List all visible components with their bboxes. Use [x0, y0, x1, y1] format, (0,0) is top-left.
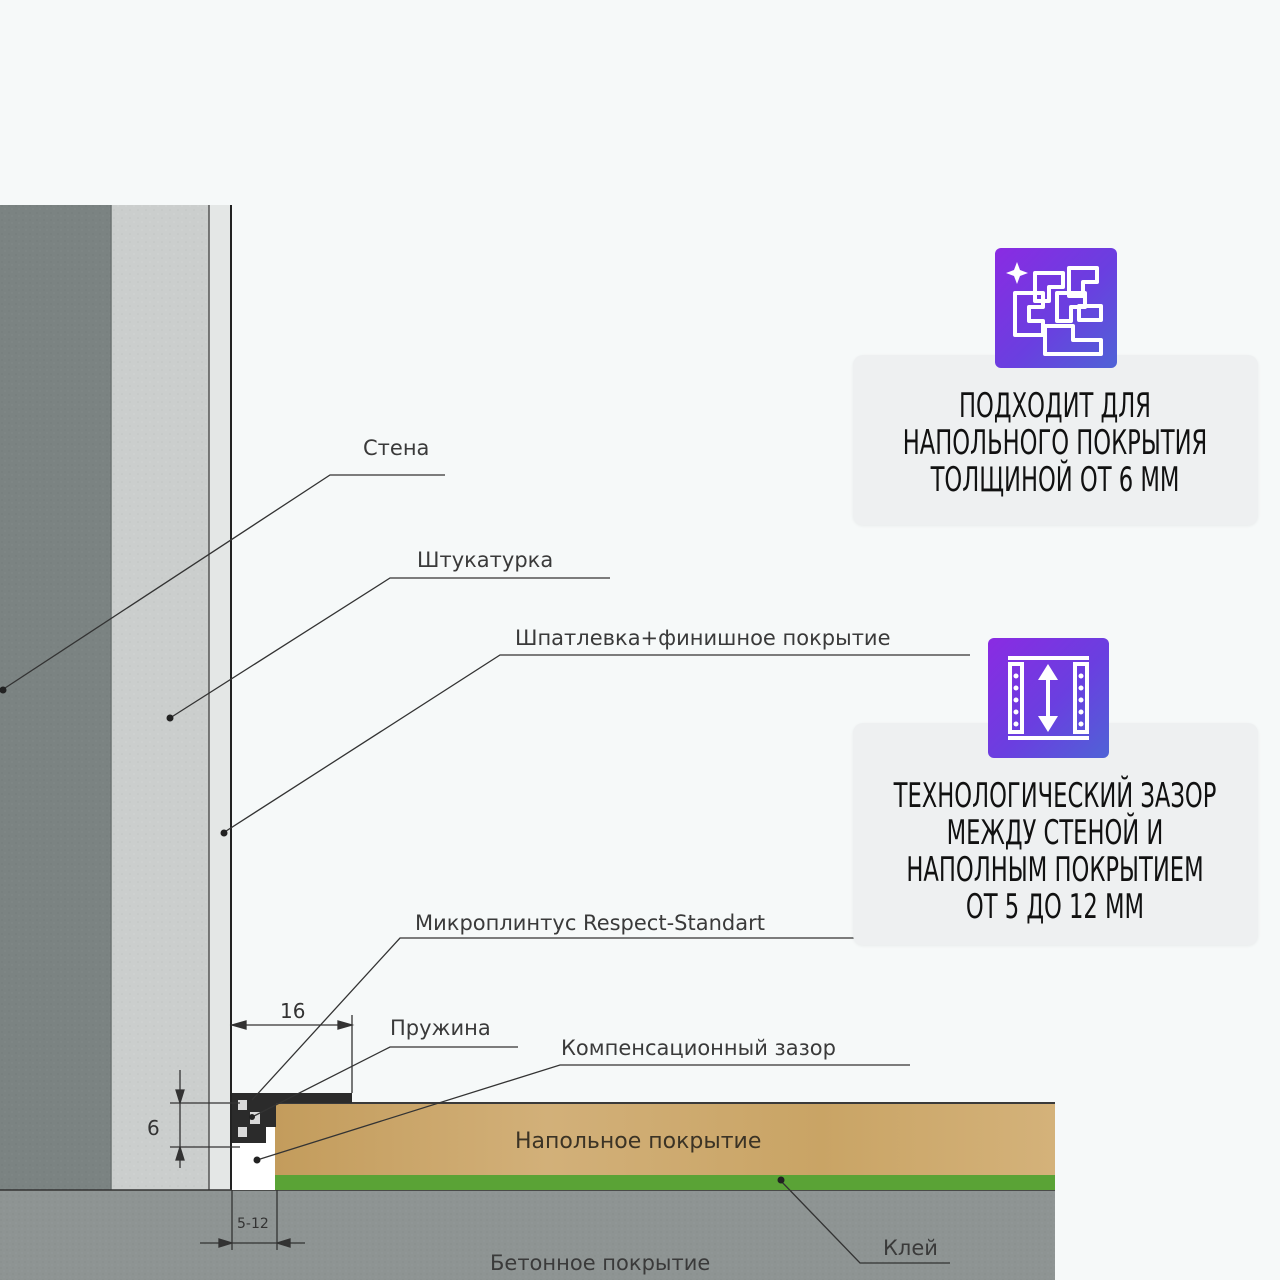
- dimension-height: [170, 1070, 240, 1168]
- feature-card-technological-gap: [853, 723, 1258, 945]
- feature-card-flooring-thickness: [853, 355, 1258, 525]
- label-concrete: Бетонное покрытие: [490, 1251, 710, 1275]
- parquet-flooring-icon: [995, 248, 1117, 368]
- leader-dots: [0, 686, 785, 1184]
- label-skirting: Микроплинтус Respect-Standart: [415, 911, 765, 935]
- label-spring: Пружина: [390, 1016, 491, 1040]
- label-wall: Стена: [363, 436, 429, 460]
- label-putty: Шпатлевка+финишное покрытие: [515, 626, 891, 650]
- skirting-profile: [232, 1093, 352, 1143]
- dimension-width: [229, 1015, 355, 1093]
- glue-layer: [275, 1175, 1055, 1190]
- label-plaster: Штукатурка: [417, 548, 553, 572]
- label-flooring: Напольное покрытие: [515, 1129, 761, 1154]
- dimension-gap-label: 5-12: [237, 1216, 269, 1232]
- gap-arrow-icon: [988, 638, 1109, 758]
- dimension-gap: [200, 1190, 305, 1250]
- dimension-height-label: 6: [147, 1116, 160, 1140]
- putty-layer: [209, 205, 231, 1190]
- feature-text-flooring-thickness: Подходит для напольного покрытия толщино…: [902, 386, 1208, 500]
- flooring-layer: [275, 1103, 1055, 1175]
- label-gap: Компенсационный зазор: [561, 1036, 836, 1060]
- plaster-layer: [111, 205, 209, 1190]
- label-glue: Клей: [883, 1236, 938, 1260]
- feature-text-technological-gap: Технологический зазор между стеной и нап…: [893, 776, 1217, 927]
- concrete-layer: [0, 1190, 1055, 1280]
- wall-layer: [0, 205, 111, 1190]
- leader-lines: [1, 474, 970, 1264]
- dimension-width-label: 16: [280, 999, 305, 1023]
